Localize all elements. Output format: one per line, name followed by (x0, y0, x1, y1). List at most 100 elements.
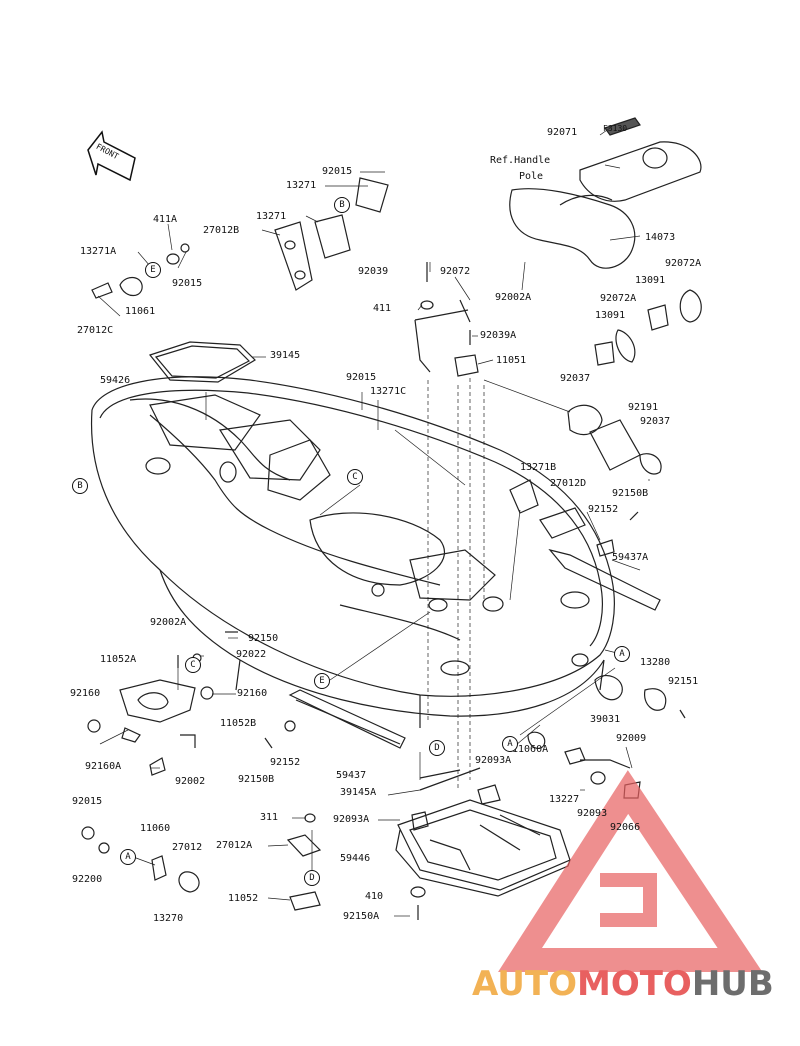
part-label: 411 (373, 303, 392, 314)
callout-letter: A (502, 736, 518, 752)
callout-letter: E (314, 673, 330, 689)
part-label: 92150A (343, 911, 380, 922)
watermark-part-hub: HUB (691, 964, 774, 1004)
part-label: 11052A (100, 654, 137, 665)
part-label: 92009 (616, 733, 647, 744)
part-label: 27012B (203, 225, 240, 236)
part-label: 11052 (228, 893, 259, 904)
part-label: 92093A (475, 755, 512, 766)
callout-letter: A (120, 849, 136, 865)
part-label: 92002A (150, 617, 187, 628)
diagram-code: F3130 (603, 124, 628, 133)
rub-rail-59437 (264, 689, 406, 749)
part-label: 13271B (520, 462, 557, 473)
part-label: 92150 (248, 633, 279, 644)
part-label: 39145A (340, 787, 377, 798)
part-label: 92151 (668, 676, 699, 687)
handle-pole (509, 117, 702, 269)
part-label: 92093 (577, 808, 608, 819)
part-label: 92039A (480, 330, 517, 341)
bracket-11051 (414, 262, 479, 377)
part-label: 59437 (336, 770, 367, 781)
callout-letter: D (304, 870, 320, 886)
part-label: 39031 (590, 714, 621, 725)
part-label: 92150B (612, 488, 649, 499)
part-label: 11061 (125, 306, 156, 317)
plates-lower-left (81, 813, 322, 911)
part-label: 92037 (640, 416, 671, 427)
callout-letter: A (614, 646, 630, 662)
plates-upper-left (91, 177, 389, 299)
part-label: 92002 (175, 776, 206, 787)
part-label: 13271C (370, 386, 407, 397)
part-label: 92150B (238, 774, 275, 785)
part-label: 59426 (100, 375, 131, 386)
part-label: 92015 (72, 796, 103, 807)
part-label: 27012 (172, 842, 203, 853)
part-label: 92152 (270, 757, 301, 768)
part-label: 92039 (358, 266, 389, 277)
part-label: 92037 (560, 373, 591, 384)
part-label: 92015 (322, 166, 353, 177)
part-label: 13227 (549, 794, 580, 805)
bracket-11052A (87, 631, 238, 776)
watermark-part-auto: AUTO (472, 964, 577, 1004)
callout-letter: B (72, 478, 88, 494)
part-label: 92015 (346, 372, 377, 383)
part-label: 27012D (550, 478, 587, 489)
part-label: 27012A (216, 840, 253, 851)
part-label: 92160A (85, 761, 122, 772)
gasket-39145 (148, 341, 256, 383)
part-label: 13280 (640, 657, 671, 668)
part-label: 92152 (588, 504, 619, 515)
part-label: 13091 (595, 310, 626, 321)
callout-letter: B (334, 197, 350, 213)
part-label: 311 (260, 812, 279, 823)
part-label: 92072 (440, 266, 471, 277)
callout-letter: C (347, 469, 363, 485)
callout-letter: C (185, 657, 201, 673)
watermark-text: AUTOMOTOHUB (472, 964, 774, 1004)
part-label: 92160 (237, 688, 268, 699)
hull-outline (90, 376, 615, 728)
part-label: 11052B (220, 718, 257, 729)
part-label: 410 (365, 891, 384, 902)
part-label: 13271A (80, 246, 117, 257)
part-label: Pole (519, 171, 544, 182)
part-label: 92200 (72, 874, 103, 885)
ride-plate-59446 (395, 767, 571, 920)
part-label: 92072A (665, 258, 702, 269)
part-label: 92002A (495, 292, 532, 303)
part-label: 92022 (236, 649, 267, 660)
part-label: 11051 (496, 355, 527, 366)
plates-right (509, 479, 661, 611)
drain-parts (527, 675, 686, 799)
part-label: 92072A (600, 293, 637, 304)
part-label: 92071 (547, 127, 578, 138)
part-label: 92066 (610, 822, 641, 833)
part-label: 14073 (645, 232, 676, 243)
part-label: Ref.Handle (490, 155, 551, 166)
front-arrow-icon (87, 130, 136, 182)
part-label: 92191 (628, 402, 659, 413)
part-label: 11060A (512, 744, 549, 755)
hose-assembly (567, 289, 702, 475)
part-label: 92093A (333, 814, 370, 825)
part-label: 411A (153, 214, 178, 225)
part-label: 59437A (612, 552, 649, 563)
part-label: 13270 (153, 913, 184, 924)
part-label: 59446 (340, 853, 371, 864)
callout-letter: E (145, 262, 161, 278)
watermark-part-moto: MOTO (576, 964, 692, 1004)
part-label: 13271 (286, 180, 317, 191)
part-label: 11060 (140, 823, 171, 834)
watermark-logo-icon (498, 770, 763, 972)
part-label: 27012C (77, 325, 114, 336)
part-label: 92015 (172, 278, 203, 289)
part-label: 39145 (270, 350, 301, 361)
part-label: 13091 (635, 275, 666, 286)
part-label: 13271 (256, 211, 287, 222)
callout-letter: D (429, 740, 445, 756)
